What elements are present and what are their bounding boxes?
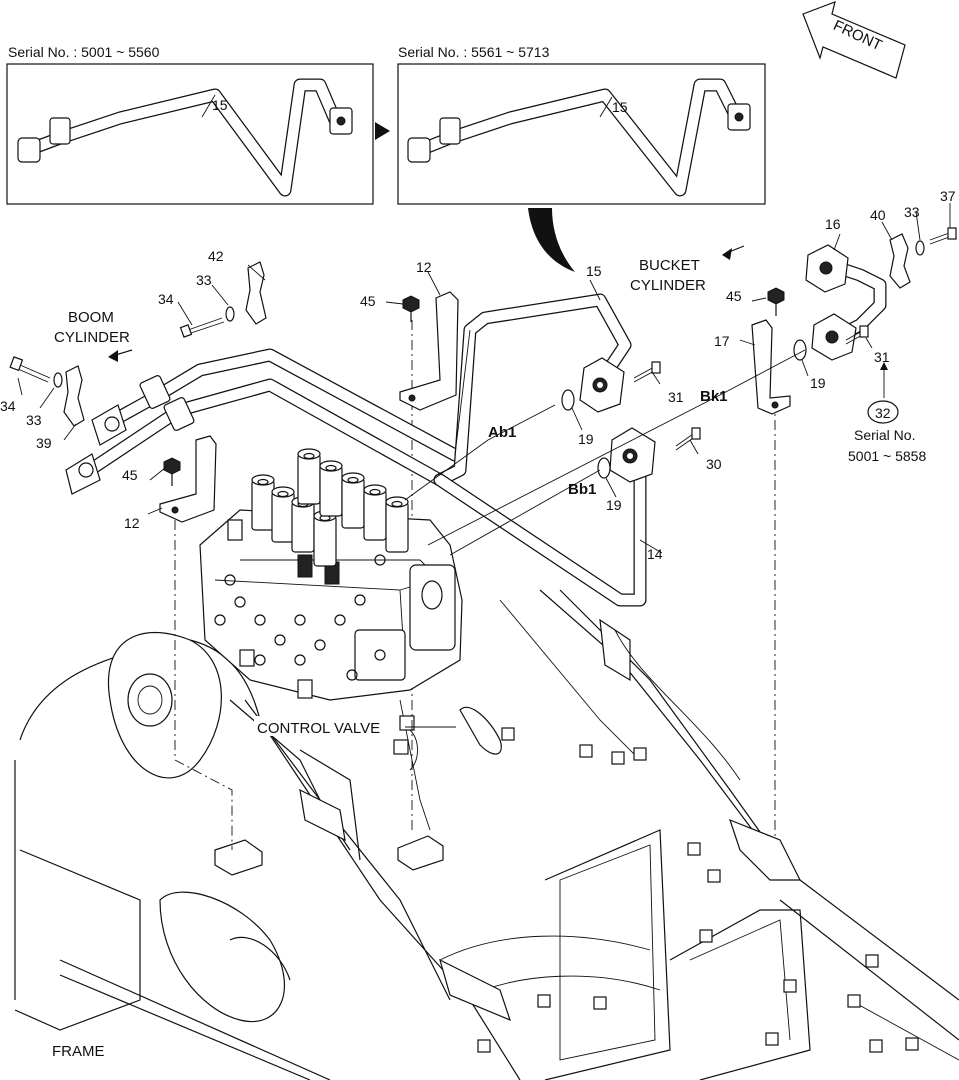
inset-1-elbow-fitting bbox=[17, 137, 41, 163]
callout-42: 42 bbox=[208, 248, 224, 264]
inset-arrow-icon bbox=[375, 122, 390, 140]
flange-bk1 bbox=[811, 313, 857, 361]
callout-19-ab1: 19 bbox=[578, 431, 594, 447]
bolts bbox=[9, 227, 957, 451]
port-label-ab1: Ab1 bbox=[488, 424, 516, 441]
flange-ab1 bbox=[579, 357, 625, 413]
callout-33-b: 33 bbox=[26, 412, 42, 428]
callout-34-a: 34 bbox=[158, 291, 174, 307]
port-label-bk1: Bk1 bbox=[700, 388, 728, 405]
callout-12-left: 12 bbox=[124, 515, 140, 531]
front-arrow-icon: FRONT bbox=[802, 1, 906, 79]
boom-pipes bbox=[83, 348, 462, 487]
port-label-bb1: Bb1 bbox=[568, 481, 596, 498]
callout-30: 30 bbox=[706, 456, 722, 472]
control-valve bbox=[199, 509, 463, 701]
inset-serial-5561-5713: Serial No. : 5561 ~ 5713 15 bbox=[397, 44, 766, 205]
callout-45-left: 45 bbox=[122, 467, 138, 483]
callout-45-top: 45 bbox=[360, 293, 376, 309]
port-leader-lines bbox=[404, 349, 806, 556]
bracket-12-left bbox=[159, 435, 217, 523]
callout-15: 15 bbox=[586, 263, 602, 279]
clamp-40 bbox=[889, 233, 911, 289]
inset-1-serial-label: Serial No. : 5001 ~ 5560 bbox=[8, 44, 160, 60]
o-ring-19-bb1 bbox=[597, 457, 611, 479]
callout-19-bk1: 19 bbox=[810, 375, 826, 391]
inset-2-serial-label: Serial No. : 5561 ~ 5713 bbox=[398, 44, 550, 60]
callout-37: 37 bbox=[940, 188, 956, 204]
callout-31-a: 31 bbox=[668, 389, 684, 405]
serial-note-32: 32 Serial No. 5001 ~ 5858 bbox=[848, 400, 926, 464]
bracket-12-top bbox=[399, 291, 459, 411]
inset-pointer-curve-icon bbox=[528, 208, 575, 272]
callout-33-c: 33 bbox=[904, 204, 920, 220]
callout-32-circle bbox=[867, 400, 899, 424]
inset-serial-5001-5560: Serial No. : 5001 ~ 5560 15 bbox=[6, 44, 374, 205]
bolt-45-top bbox=[402, 295, 420, 322]
o-ring-19-ab1 bbox=[561, 389, 575, 411]
boom-cylinder-fittings bbox=[65, 375, 195, 495]
washers bbox=[53, 240, 925, 388]
o-ring-19-bk1 bbox=[793, 339, 807, 361]
serial-note-line-1: Serial No. bbox=[854, 427, 915, 443]
frame-structure bbox=[14, 589, 959, 1080]
bolt-45-left bbox=[163, 457, 181, 486]
frame-label: FRAME bbox=[52, 1043, 105, 1060]
callout-34-b: 34 bbox=[0, 398, 16, 414]
callout-leaders bbox=[17, 203, 951, 728]
valve-solenoids bbox=[251, 448, 409, 567]
inset-2-elbow-fitting bbox=[407, 137, 431, 163]
inset-1-frame bbox=[6, 63, 374, 205]
serial-note-line-2: 5001 ~ 5858 bbox=[848, 448, 926, 464]
callout-32: 32 bbox=[875, 405, 891, 421]
callout-33-a: 33 bbox=[196, 272, 212, 288]
inset-2-part-15: 15 bbox=[612, 99, 628, 115]
control-valve-label: CONTROL VALVE bbox=[257, 720, 380, 737]
callout-14: 14 bbox=[647, 546, 663, 562]
clamp-39 bbox=[63, 365, 85, 427]
bolt-45-right bbox=[767, 287, 785, 316]
flange-16 bbox=[805, 244, 849, 293]
callout-17: 17 bbox=[714, 333, 730, 349]
bucket-pipe-16 bbox=[823, 258, 887, 342]
bracket-17 bbox=[751, 319, 791, 415]
bucket-cylinder-label-1: BUCKET bbox=[639, 257, 700, 274]
boom-direction-arrow-icon bbox=[108, 349, 133, 362]
callout-12-top: 12 bbox=[416, 259, 432, 275]
clamp-42 bbox=[245, 261, 267, 325]
callout-19-bb1: 19 bbox=[606, 497, 622, 513]
callout-16: 16 bbox=[825, 216, 841, 232]
callout-40: 40 bbox=[870, 207, 886, 223]
mount-block-left bbox=[214, 839, 263, 876]
inset-1-part-15: 15 bbox=[212, 97, 228, 113]
inset-2-frame bbox=[397, 63, 766, 205]
callout-39: 39 bbox=[36, 435, 52, 451]
boom-cylinder-label-1: BOOM bbox=[68, 309, 114, 326]
pipe-14 bbox=[433, 448, 647, 607]
bucket-cylinder-label-2: CYLINDER bbox=[630, 277, 706, 294]
boom-cylinder-label-2: CYLINDER bbox=[54, 329, 130, 346]
pipe-15 bbox=[433, 293, 632, 487]
bucket-direction-arrow-icon bbox=[722, 245, 745, 260]
mount-block-center bbox=[397, 835, 444, 871]
frame-bosses bbox=[393, 715, 919, 1053]
callout-45-right: 45 bbox=[726, 288, 742, 304]
callout-31-b: 31 bbox=[874, 349, 890, 365]
flange-bb1 bbox=[609, 427, 656, 483]
